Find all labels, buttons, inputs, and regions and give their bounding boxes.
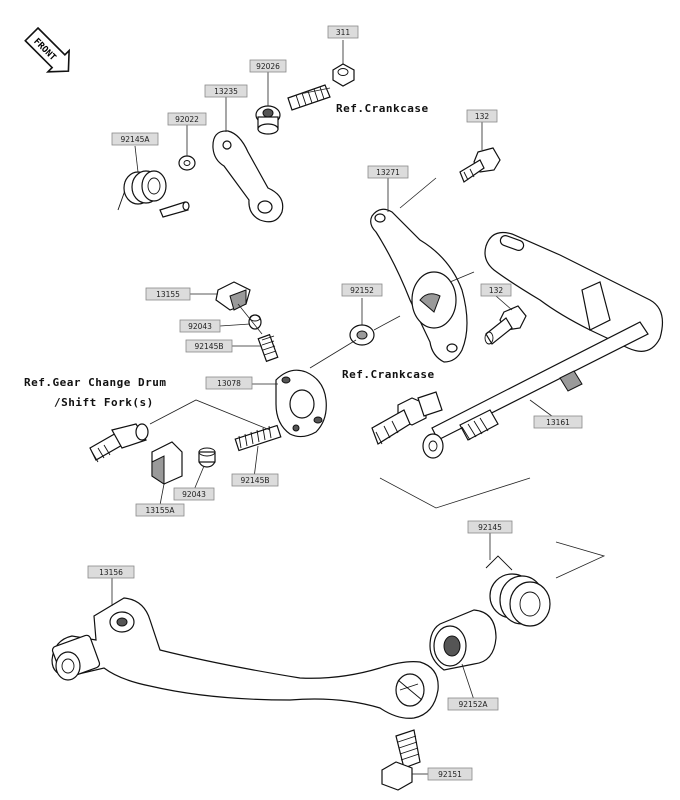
svg-text:92022: 92022 xyxy=(175,115,199,124)
part-detent-pin xyxy=(89,423,149,463)
tag-92043-bottom: 92043 xyxy=(173,487,215,501)
ref-gear-change-drum: Ref.Gear Change Drum xyxy=(24,376,166,389)
part-pin-92043-bottom xyxy=(198,447,216,468)
svg-text:13271: 13271 xyxy=(376,168,400,177)
part-collar-92152A xyxy=(429,609,497,671)
front-direction-badge: FRONT xyxy=(24,26,70,73)
part-stud xyxy=(287,84,331,111)
part-shift-cam-13078 xyxy=(275,369,327,438)
part-spring-92145A xyxy=(117,170,190,218)
tag-92043-top: 92043 xyxy=(179,319,221,333)
svg-text:13155A: 13155A xyxy=(146,506,176,515)
part-bolt-92151 xyxy=(381,729,421,791)
tag-132-mid: 132 xyxy=(480,283,512,297)
ref-shift-forks: /Shift Fork(s) xyxy=(54,396,154,409)
svg-text:92152A: 92152A xyxy=(459,700,489,709)
part-bolt-132-top xyxy=(459,147,501,183)
part-nut-311 xyxy=(332,63,355,87)
part-shift-lever-13156 xyxy=(51,597,439,719)
svg-text:132: 132 xyxy=(475,112,490,121)
svg-text:13155: 13155 xyxy=(156,290,180,299)
svg-text:92145: 92145 xyxy=(478,523,502,532)
tag-13155A: 13155A xyxy=(135,503,185,517)
svg-text:13078: 13078 xyxy=(217,379,241,388)
tag-13156: 13156 xyxy=(87,565,135,579)
tag-13271: 13271 xyxy=(367,165,409,179)
tag-92145A: 92145A xyxy=(111,132,159,146)
ref-crankcase-top: Ref.Crankcase xyxy=(336,102,429,115)
part-collar-92026 xyxy=(255,105,281,135)
svg-text:92145B: 92145B xyxy=(240,476,269,485)
part-shift-shaft-13161 xyxy=(422,321,649,459)
svg-text:132: 132 xyxy=(489,286,504,295)
part-pawl-13155 xyxy=(215,281,251,311)
leader-lines xyxy=(111,40,606,775)
svg-text:92043: 92043 xyxy=(188,322,212,331)
part-spring-92145B-bottom xyxy=(234,424,282,452)
tag-92145B-top: 92145B xyxy=(185,339,233,353)
svg-text:92043: 92043 xyxy=(182,490,206,499)
tag-13155: 13155 xyxy=(145,287,191,301)
tag-13161: 13161 xyxy=(533,415,583,429)
tag-311: 311 xyxy=(327,25,359,39)
part-pawl-13155A xyxy=(151,441,183,485)
tag-92145: 92145 xyxy=(467,520,513,534)
part-collar-92152 xyxy=(349,324,375,346)
svg-text:92026: 92026 xyxy=(256,62,280,71)
tag-13235: 13235 xyxy=(204,84,248,98)
svg-text:92145B: 92145B xyxy=(194,342,223,351)
part-bolt-132-mid xyxy=(484,305,527,345)
svg-text:13161: 13161 xyxy=(546,418,570,427)
part-plate-13235 xyxy=(212,130,284,223)
tag-132-top: 132 xyxy=(466,109,498,123)
part-pivot-bolt xyxy=(371,391,443,445)
part-washer-92022 xyxy=(178,155,196,171)
tag-92152A: 92152A xyxy=(447,697,499,711)
svg-text:13235: 13235 xyxy=(214,87,238,96)
tag-92026: 92026 xyxy=(249,59,287,73)
part-return-spring-92145 xyxy=(485,555,551,627)
svg-text:311: 311 xyxy=(336,28,351,37)
tag-92022: 92022 xyxy=(167,112,207,126)
svg-text:13156: 13156 xyxy=(99,568,123,577)
part-pin-92043-top xyxy=(248,314,262,330)
tag-13078: 13078 xyxy=(205,376,253,390)
ref-crankcase-mid: Ref.Crankcase xyxy=(342,368,435,381)
part-spring-92145B-top xyxy=(257,333,279,363)
svg-text:92152: 92152 xyxy=(350,286,374,295)
part-bracket-13271 xyxy=(370,208,468,363)
tag-92151: 92151 xyxy=(427,767,473,781)
tag-92152: 92152 xyxy=(341,283,383,297)
tag-92145B-bottom: 92145B xyxy=(231,473,279,487)
part-shift-plate xyxy=(484,231,663,352)
svg-text:92145A: 92145A xyxy=(121,135,151,144)
svg-text:92151: 92151 xyxy=(438,770,462,779)
